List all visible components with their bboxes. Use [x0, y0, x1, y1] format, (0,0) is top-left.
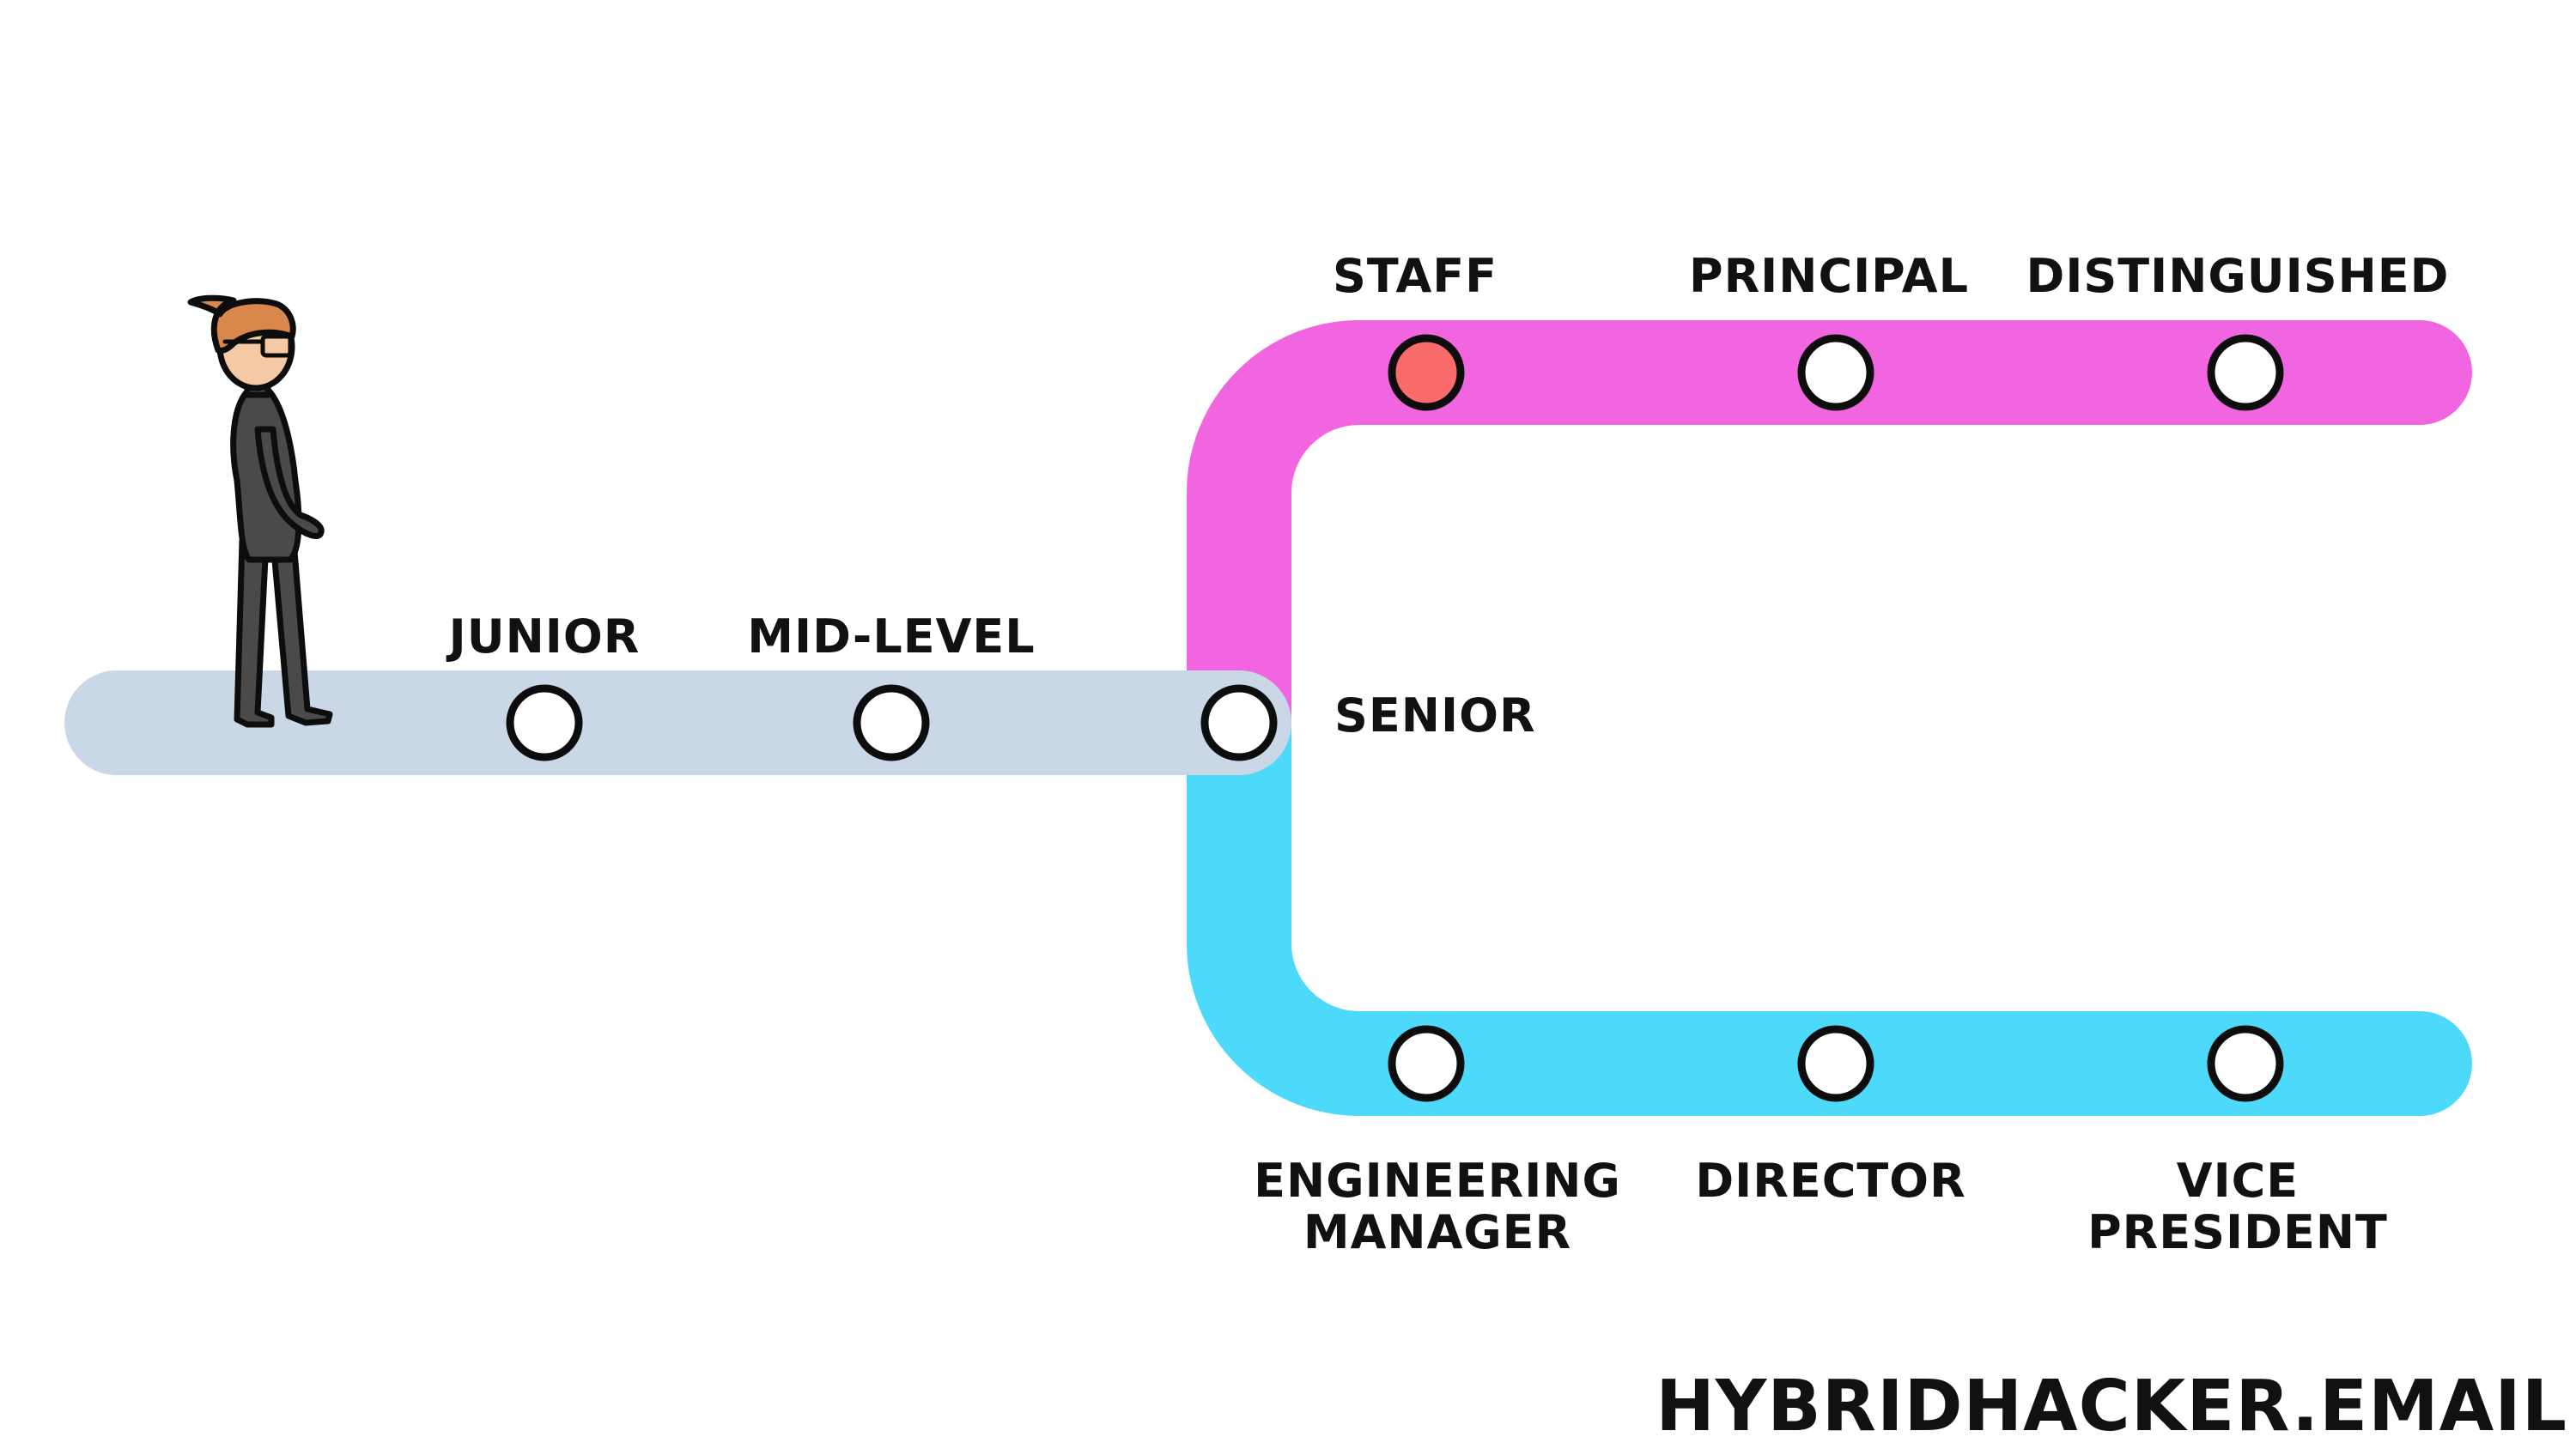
station-label-vice: VICE: [2177, 1154, 2299, 1208]
staff-track-line: [1187, 320, 2472, 775]
person-leg: [270, 537, 333, 726]
station-labels: JUNIOR MID-LEVEL SENIOR STAFF PRINCIPAL DISTI…: [446, 249, 2450, 1259]
station-principal: [1797, 334, 1874, 411]
station-label-engineering-line2: MANAGER: [1303, 1205, 1571, 1259]
station-engineering: [1388, 1025, 1465, 1102]
station-label-junior: JUNIOR: [446, 609, 641, 664]
station-label-staff: STAFF: [1333, 249, 1498, 303]
station-label-vice-line2: PRESIDENT: [2087, 1205, 2388, 1259]
station-mid-level: [853, 684, 930, 761]
station-label-engineering: ENGINEERING: [1254, 1154, 1621, 1208]
station-distinguished: [2207, 334, 2284, 411]
person-arm: [254, 426, 325, 539]
brand-url: HYBRIDHACKER.EMAIL: [1656, 1366, 2567, 1447]
station-label-principal: PRINCIPAL: [1689, 249, 1969, 303]
manager-track-line: [1187, 670, 2472, 1116]
person-walking-icon: [187, 294, 333, 728]
person-hair: [187, 294, 296, 354]
stations: [506, 334, 2284, 1102]
station-director: [1797, 1025, 1874, 1102]
station-label-senior: SENIOR: [1334, 688, 1536, 743]
station-label-distinguished: DISTINGUISHED: [2026, 249, 2450, 303]
station-label-director: DIRECTOR: [1695, 1154, 1965, 1208]
station-staff: [1388, 334, 1465, 411]
station-senior: [1200, 684, 1278, 761]
person-leg: [234, 537, 275, 728]
station-junior: [506, 684, 583, 761]
station-vice: [2207, 1025, 2284, 1102]
glasses-icon: [222, 334, 293, 358]
station-label-mid-level: MID-LEVEL: [747, 609, 1035, 664]
